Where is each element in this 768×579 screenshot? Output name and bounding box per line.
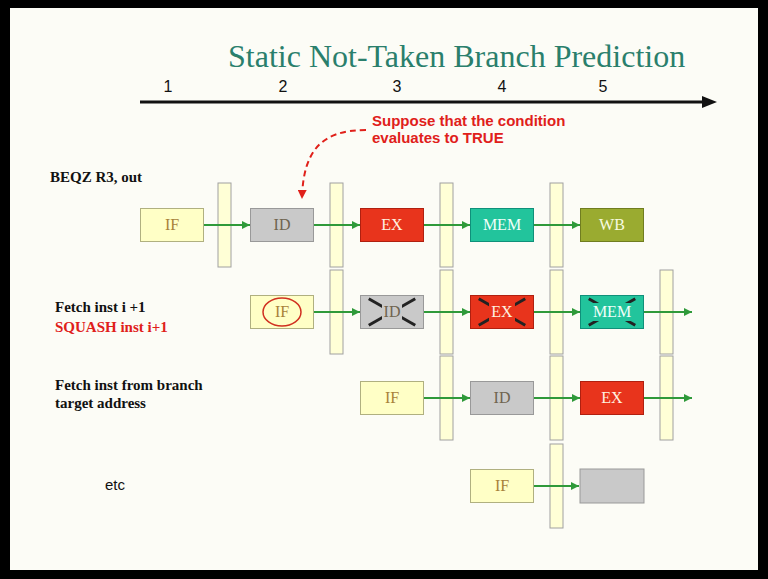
stage-box-partial (580, 469, 644, 503)
timeline-number: 5 (591, 78, 615, 96)
timeline-number: 1 (156, 78, 180, 96)
pipeline-flow-arrow (204, 224, 250, 226)
instruction-label: BEQZ R3, out (50, 168, 142, 186)
pipeline-flow-arrow (534, 397, 580, 399)
pipeline-stage-box: ID (360, 295, 424, 329)
stage-name: EX (489, 303, 514, 321)
timeline-number: 3 (385, 78, 409, 96)
pipeline-stage-box: MEM (470, 208, 534, 242)
pipeline-stage-box: EX (470, 295, 534, 329)
etc-label: etc (105, 476, 125, 493)
pipeline-flow-arrow (534, 311, 580, 313)
pipeline-stage-box: IF (250, 295, 314, 329)
stage-name: IF (383, 389, 401, 407)
stage-name: EX (379, 216, 404, 234)
pipeline-flow-arrow (534, 224, 580, 226)
pipeline-stage-box: EX (360, 208, 424, 242)
squash-label: SQUASH inst i+1 (55, 318, 168, 336)
instruction-label: Fetch inst from branch target address (55, 376, 235, 412)
pipeline-stage-box: WB (580, 208, 644, 242)
stage-name: MEM (591, 303, 633, 321)
pipeline-stage-box: IF (360, 381, 424, 415)
stage-name: ID (382, 303, 403, 321)
pipeline-flow-arrow (424, 224, 470, 226)
pipeline-flow-arrow (424, 397, 470, 399)
pipeline-stage-box: ID (250, 208, 314, 242)
stage-name: ID (272, 216, 293, 234)
pipeline-stage-box: ID (470, 381, 534, 415)
slide-ground (10, 8, 758, 570)
pipeline-latches (218, 183, 673, 528)
pipeline-stage-box: MEM (580, 295, 644, 329)
stage-name: IF (493, 477, 511, 495)
pipeline-flow-arrow (314, 224, 360, 226)
timeline-number: 2 (271, 78, 295, 96)
stage-name: WB (597, 216, 627, 234)
pipeline-flow-arrow (424, 311, 470, 313)
pipeline-flow-arrow (314, 311, 360, 313)
stage-name: IF (273, 303, 291, 321)
callout-note: Suppose that the condition evaluates to … (372, 112, 577, 147)
stage-name: IF (163, 216, 181, 234)
stage-name: EX (599, 389, 624, 407)
timeline-number: 4 (490, 78, 514, 96)
stage-name: MEM (481, 216, 523, 234)
slide-title: Static Not-Taken Branch Prediction (228, 38, 685, 75)
pipeline-stage-box: IF (470, 469, 534, 503)
instruction-label: Fetch inst i +1 (55, 298, 146, 316)
pipeline-flow-arrows (534, 312, 692, 486)
callout-arrow (302, 130, 366, 199)
stage-name: ID (492, 389, 513, 407)
pipeline-stage-box: IF (140, 208, 204, 242)
timeline-arrow (140, 96, 717, 108)
pipeline-stage-box: EX (580, 381, 644, 415)
